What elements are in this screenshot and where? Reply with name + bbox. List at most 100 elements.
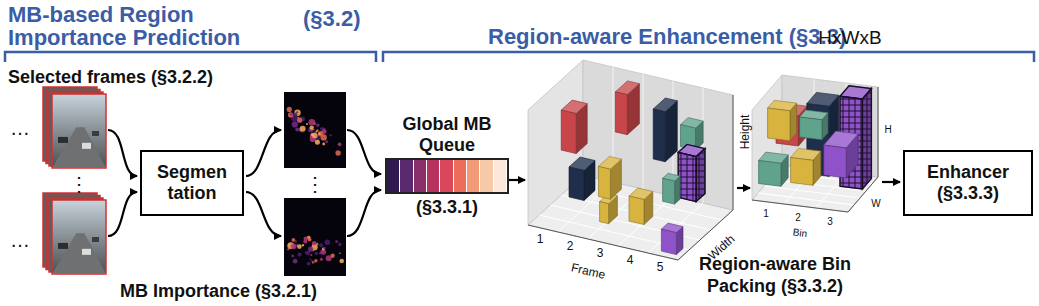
axis-tick: 5 — [657, 261, 664, 275]
heat-spot — [325, 140, 328, 143]
heat-spot — [302, 244, 304, 246]
heat-spot — [306, 123, 308, 125]
heat-spot — [297, 117, 299, 119]
block-front — [824, 145, 846, 178]
queue-slot — [400, 160, 413, 192]
block-front — [800, 117, 822, 140]
ellipsis: ⋮ — [69, 173, 89, 196]
step-label: Region-aware Bin Packing (§3.3.2) — [673, 254, 878, 297]
ellipsis: … — [10, 117, 30, 140]
packing-3d-chart — [528, 60, 733, 260]
queue-slot — [467, 160, 480, 192]
heat-spot — [316, 124, 319, 127]
queue-strip — [385, 158, 509, 194]
heat-spot — [314, 259, 317, 262]
block-front — [615, 92, 627, 135]
heat-spot — [320, 258, 323, 261]
frame-car — [82, 249, 91, 255]
axis-line — [528, 225, 678, 260]
heat-spot — [310, 258, 312, 260]
box-text: Segmen tation — [148, 162, 236, 203]
section-ref: (§3.2) — [303, 6, 360, 31]
chart-wall — [528, 60, 583, 225]
heat-spot — [322, 143, 325, 146]
queue-slot — [454, 160, 467, 192]
heat-spot — [309, 119, 316, 126]
heat-spot — [287, 107, 292, 112]
frame-image — [52, 94, 106, 168]
heat-spot — [288, 248, 290, 250]
heat-spot — [312, 133, 318, 139]
block-front — [663, 178, 675, 204]
heat-spot — [295, 240, 297, 242]
heat-spot — [290, 113, 293, 116]
heat-spot — [288, 112, 293, 117]
heat-spot — [302, 131, 304, 133]
queue-slot — [414, 160, 427, 192]
flow-arrows — [108, 130, 900, 236]
queue-slot — [494, 160, 507, 192]
heat-spot — [316, 129, 318, 131]
axis-tick: 1 — [537, 233, 544, 247]
heat-spot — [339, 253, 341, 255]
block-hatch — [862, 89, 871, 190]
frame-road — [52, 127, 106, 168]
heat-spot — [315, 252, 318, 255]
heat-spot — [310, 254, 312, 256]
heat-spot — [319, 133, 321, 135]
chart-wall — [583, 60, 733, 210]
heat-spot — [315, 130, 317, 132]
block-front — [678, 152, 696, 201]
heat-spot — [330, 134, 332, 136]
block-front — [600, 202, 609, 224]
ellipsis: … — [10, 229, 30, 252]
frame-car — [58, 243, 68, 249]
block-front — [561, 110, 576, 154]
queue-slot — [440, 160, 453, 192]
block-front — [661, 229, 676, 255]
step-label: MB Importance (§3.2.1) — [120, 281, 317, 302]
heat-spot — [338, 243, 342, 247]
block-front — [653, 109, 665, 162]
heat-spot — [300, 126, 306, 132]
section-heading: MB-based Region Importance Prediction — [8, 3, 300, 49]
heat-spot — [321, 134, 327, 140]
frame-car — [82, 143, 91, 149]
heat-spot — [291, 255, 294, 258]
axis-title: W — [871, 198, 880, 210]
frame-road — [52, 233, 106, 274]
heat-spot — [326, 255, 332, 261]
axis-line — [878, 87, 879, 177]
heat-spot — [338, 142, 342, 146]
heat-spot — [310, 125, 314, 129]
process-box: Segmen tation — [140, 150, 244, 216]
section-heading: Region-aware Enhancement (§3.3) — [488, 24, 846, 49]
block-front — [629, 196, 644, 225]
heat-spot — [325, 240, 331, 246]
axis-tick: 3 — [597, 247, 604, 261]
queue-slot — [427, 160, 440, 192]
importance-heatmaps — [284, 92, 346, 276]
section-bracket — [383, 52, 1034, 62]
video-frames — [43, 87, 106, 274]
grid-line — [758, 193, 854, 205]
grid-line — [764, 186, 860, 198]
heatmap — [284, 92, 346, 168]
heat-spot — [320, 127, 324, 131]
heat-spot — [297, 244, 302, 249]
heat-spot — [295, 127, 299, 131]
heatmap — [284, 198, 346, 276]
queue-slot — [387, 160, 400, 192]
heat-spot — [312, 241, 316, 245]
heat-spot — [335, 150, 340, 155]
heat-spot — [294, 110, 300, 116]
heat-spot — [315, 140, 320, 145]
heat-spot — [308, 237, 312, 241]
block-front — [759, 161, 781, 187]
ellipsis: ⋮ — [305, 173, 325, 196]
block-side — [696, 149, 705, 202]
frame-car — [58, 137, 68, 143]
heat-spot — [303, 239, 307, 243]
queue-title: Global MB Queue — [383, 114, 511, 155]
